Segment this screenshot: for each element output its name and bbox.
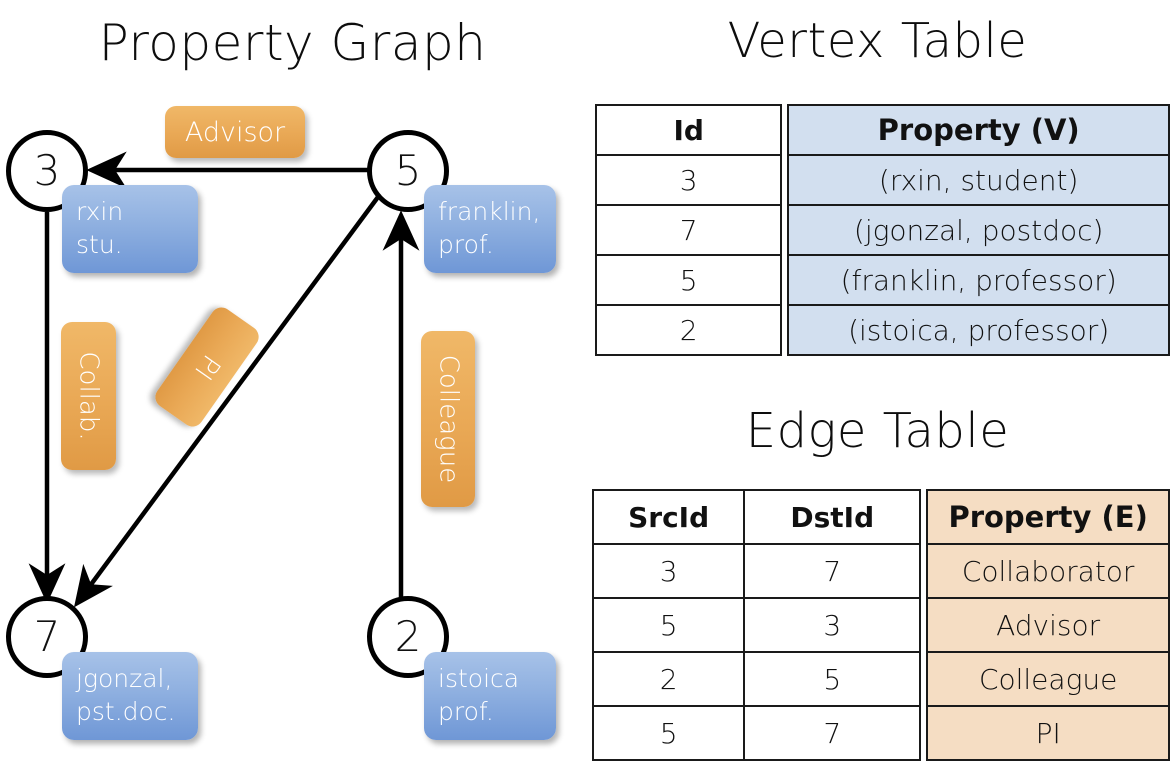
table-row[interactable]: Collaborator [926,543,1170,599]
vertex-table-header-row: Property (V) [787,104,1170,156]
vertex-cell-property: (franklin, professor) [787,254,1170,306]
edge-cell-dst: 7 [743,543,922,599]
vertex-cell-id: 7 [594,204,783,256]
edge-cell-property: PI [926,705,1170,761]
table-row[interactable]: 2 [594,304,783,356]
edge-cell-property: Collaborator [926,543,1170,599]
node-property-box-7: jgonzal, pst.doc. [62,652,198,740]
edge-cell-src: 5 [591,597,746,653]
page-title-property-graph: Property Graph [98,14,487,72]
vertex-cell-id: 3 [594,154,783,206]
edge-cell-dst: 3 [743,597,922,653]
edge-cell-src: 3 [591,543,746,599]
edge-cell-dst: 5 [743,651,922,707]
edge-label-collab: Collab. [61,322,116,470]
edge-label-pi-text: PI [188,348,226,386]
edge-table-header-row: Property (E) [926,489,1170,545]
edge-cell-src: 2 [591,651,746,707]
table-row[interactable]: 5 7 [591,705,922,761]
edge-label-colleague-text: Colleague [433,354,464,484]
edge-table-header-row: SrcId DstId [591,489,922,545]
page-title-edge-table: Edge Table [745,403,1010,459]
table-row[interactable]: (jgonzal, postdoc) [787,204,1170,256]
table-row[interactable]: 5 3 [591,597,922,653]
edge-cell-property: Advisor [926,597,1170,653]
vertex-cell-property: (istoica, professor) [787,304,1170,356]
vertex-id-column: Id 3 7 5 2 [594,104,783,356]
property-graph-diagram: 3 5 7 2 rxin stu. franklin, prof. jgonza… [0,0,585,760]
edge-src-dst-columns: SrcId DstId 3 7 5 3 2 5 5 7 [591,489,922,761]
vertex-cell-id: 2 [594,304,783,356]
table-row[interactable]: 5 [594,254,783,306]
edge-table: SrcId DstId 3 7 5 3 2 5 5 7 [591,489,1170,761]
vertex-property-column: Property (V) (rxin, student) (jgonzal, p… [787,104,1170,356]
edge-line-5-7 [73,195,380,608]
table-row[interactable]: (franklin, professor) [787,254,1170,306]
table-row[interactable]: (rxin, student) [787,154,1170,206]
table-row[interactable]: PI [926,705,1170,761]
table-row[interactable]: Advisor [926,597,1170,653]
table-row[interactable]: 3 [594,154,783,206]
edge-label-advisor-text: Advisor [184,116,286,148]
vertex-table: Id 3 7 5 2 Property (V) [594,104,1170,356]
node-property-box-3: rxin stu. [62,185,198,273]
table-row[interactable]: Colleague [926,651,1170,707]
graph-node-2[interactable]: 2 [367,596,449,678]
edge-col-header-property: Property (E) [926,489,1170,545]
edge-cell-src: 5 [591,705,746,761]
vertex-table-header-row: Id [594,104,783,156]
table-row[interactable]: 2 5 [591,651,922,707]
graph-node-5[interactable]: 5 [367,130,449,212]
edge-label-advisor: Advisor [165,106,305,158]
vertex-cell-property: (rxin, student) [787,154,1170,206]
edge-label-colleague: Colleague [421,331,475,507]
table-row[interactable]: 7 [594,204,783,256]
vertex-cell-id: 5 [594,254,783,306]
edge-property-column: Property (E) Collaborator Advisor Collea… [926,489,1170,761]
edge-label-collab-text: Collab. [73,351,104,441]
edge-cell-dst: 7 [743,705,922,761]
node-property-box-2: istoica prof. [424,652,556,740]
vertex-col-header-property: Property (V) [787,104,1170,156]
graph-edge-lines [28,151,420,608]
page-title-vertex-table: Vertex Table [727,13,1028,69]
edge-col-header-dstid: DstId [743,489,922,545]
table-row[interactable]: (istoica, professor) [787,304,1170,356]
vertex-cell-property: (jgonzal, postdoc) [787,204,1170,256]
edge-col-header-srcid: SrcId [591,489,746,545]
edge-cell-property: Colleague [926,651,1170,707]
vertex-col-header-id: Id [594,104,783,156]
node-property-box-5: franklin, prof. [424,185,556,273]
table-row[interactable]: 3 7 [591,543,922,599]
